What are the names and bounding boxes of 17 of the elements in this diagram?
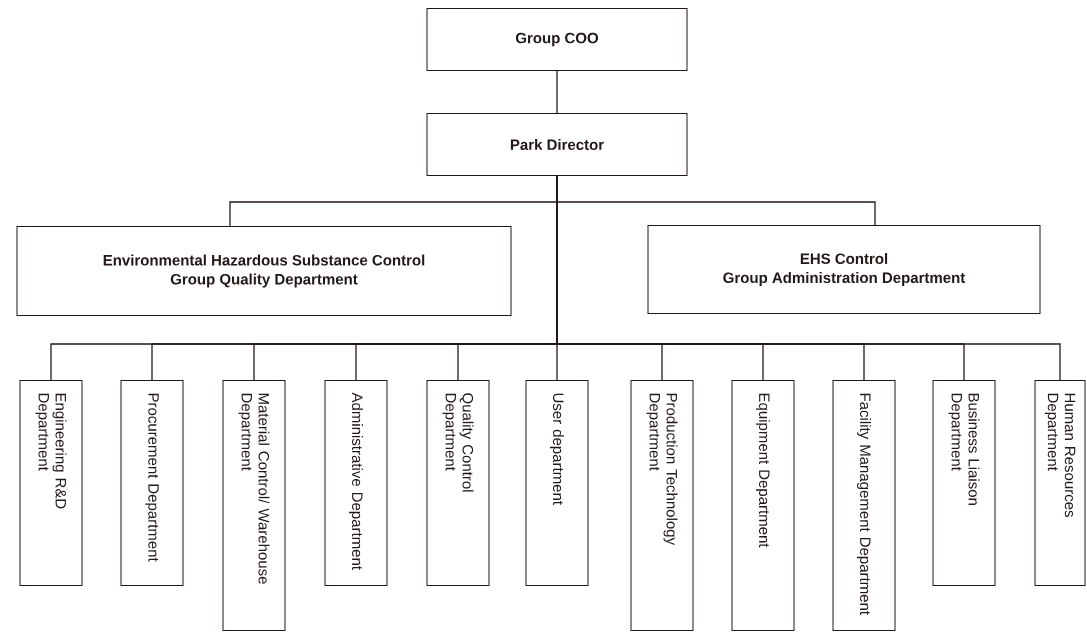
department-box: Human Resources Department	[1034, 380, 1086, 586]
unit-box: EHS Control Group Administration Department	[647, 225, 1041, 314]
department-box: Production Technology Department	[630, 380, 694, 631]
department-box: Material Control/ Warehouse Department	[222, 380, 286, 631]
title-box: Group COO	[426, 8, 688, 71]
department-box: User department	[525, 380, 589, 586]
department-box: Business Liaison Department	[932, 380, 996, 586]
department-box: Equipment Department	[731, 380, 795, 631]
department-box: Administrative Department	[324, 380, 388, 586]
connector-line	[556, 70, 558, 114]
department-box: Facility Management Department	[832, 380, 896, 631]
department-box: Engineering R&D Department	[19, 380, 83, 586]
unit-box: Environmental Hazardous Substance Control Group Quality Department	[16, 226, 512, 316]
department-box: Procurement Department	[120, 380, 184, 586]
department-box: Quality Control Department	[426, 380, 490, 586]
connector-line	[556, 175, 1061, 381]
title-box: Park Director	[426, 113, 688, 176]
